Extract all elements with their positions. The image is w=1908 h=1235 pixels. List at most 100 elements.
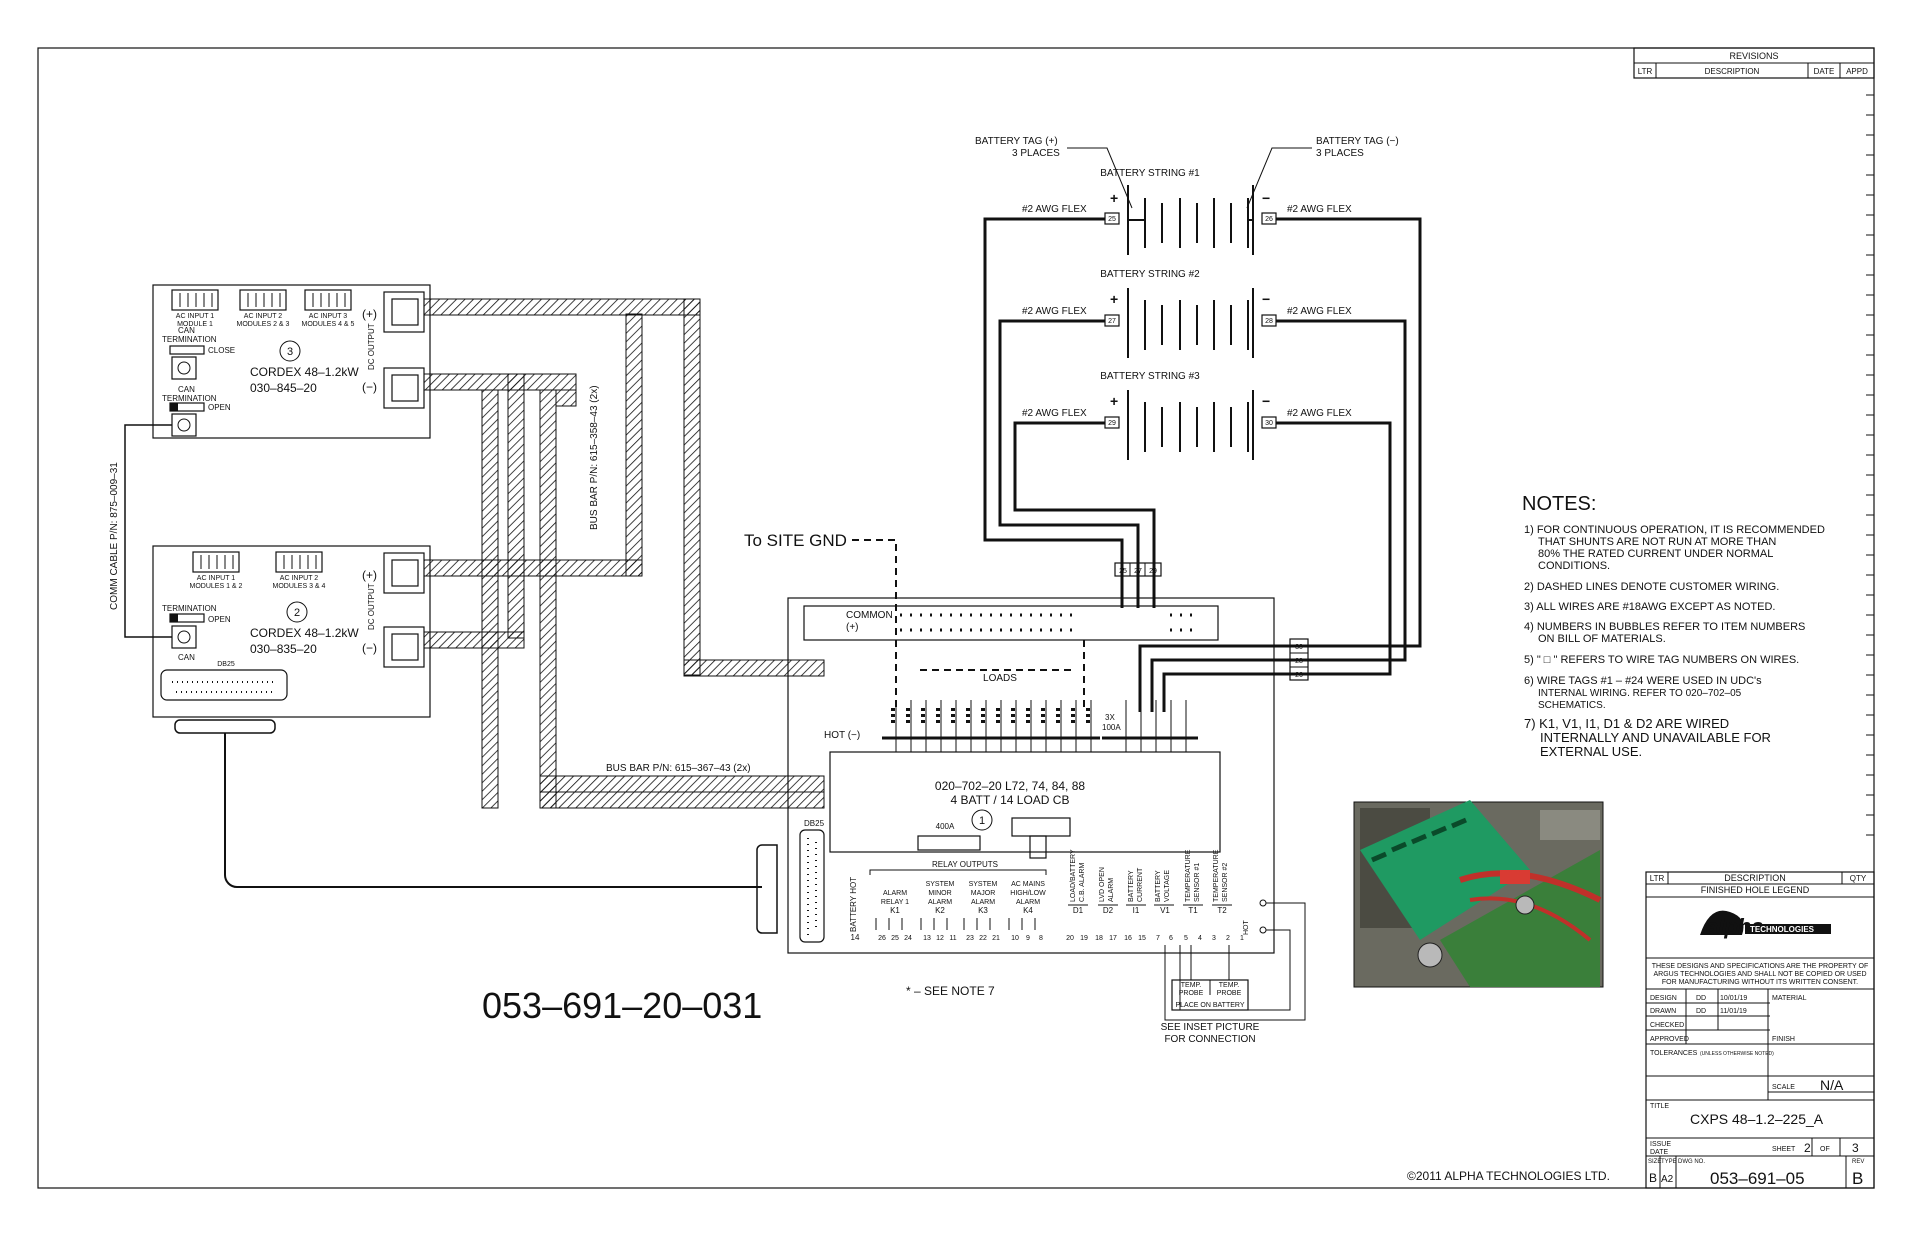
battery-tag-labels: BATTERY TAG (+) 3 PLACES BATTERY TAG (−)…	[975, 136, 1399, 209]
svg-text:27: 27	[1134, 568, 1142, 575]
svg-text:DESCRIPTION: DESCRIPTION	[1724, 873, 1786, 883]
notes-block: NOTES: 1) FOR CONTINUOUS OPERATION, IT I…	[1522, 493, 1825, 759]
svg-text:V1: V1	[1160, 906, 1170, 915]
svg-text:PROBE: PROBE	[1179, 990, 1204, 997]
comm-cable: COMM CABLE P/N: 875–009–31	[109, 424, 778, 934]
svg-text:22: 22	[979, 935, 987, 942]
svg-text:3 PLACES: 3 PLACES	[1012, 148, 1060, 159]
battery-tag-pos-label: BATTERY TAG (+)	[975, 136, 1058, 147]
svg-text:SCHEMATICS.: SCHEMATICS.	[1538, 700, 1606, 711]
item-bubble-2: 2	[294, 607, 300, 619]
svg-text:LOAD/BATTERY: LOAD/BATTERY	[1070, 849, 1077, 902]
svg-text:5) " □ " REFERS TO WIRE TAG NU: 5) " □ " REFERS TO WIRE TAG NUMBERS ON W…	[1524, 654, 1799, 666]
svg-text:12: 12	[936, 935, 944, 942]
input-t2: TEMPERATURE SENSOR #2 T2 3 2	[1212, 849, 1230, 942]
svg-text:26: 26	[878, 935, 886, 942]
svg-text:24: 24	[904, 935, 912, 942]
svg-text:LTR: LTR	[1638, 67, 1653, 76]
svg-text:−: −	[1262, 393, 1270, 409]
relay-1: ALARM RELAY 1 K1 26 25 24	[878, 890, 912, 942]
drawing-border	[37, 47, 1875, 1189]
svg-text:OPEN: OPEN	[208, 403, 231, 412]
svg-text:AC INPUT 3: AC INPUT 3	[309, 313, 347, 320]
copyright: ©2011 ALPHA TECHNOLOGIES LTD.	[1407, 1169, 1610, 1183]
svg-text:ALARM: ALARM	[1016, 899, 1040, 906]
svg-text:1) FOR CONTINUOUS OPERATION, I: 1) FOR CONTINUOUS OPERATION, IT IS RECOM…	[1524, 524, 1825, 536]
svg-text:MATERIAL: MATERIAL	[1772, 995, 1807, 1002]
input-t1: TEMPERATURE SENSOR #1 T1 5 4	[1184, 849, 1202, 942]
svg-text:10/01/19: 10/01/19	[1720, 995, 1747, 1002]
svg-text:B: B	[1852, 1169, 1863, 1188]
svg-text:29: 29	[1108, 420, 1116, 427]
svg-text:3 PLACES: 3 PLACES	[1316, 148, 1364, 159]
svg-text:LTR: LTR	[1650, 874, 1665, 883]
svg-text:SHEET: SHEET	[1772, 1146, 1796, 1153]
svg-text:(+): (+)	[362, 568, 377, 582]
battery-cables: 25 27 29 30 28 26	[983, 217, 1422, 712]
svg-text:DRAWN: DRAWN	[1650, 1008, 1676, 1015]
svg-text:TITLE: TITLE	[1650, 1103, 1669, 1110]
svg-text:OPEN: OPEN	[208, 615, 231, 624]
svg-text:TYPE: TYPE	[1661, 1159, 1677, 1165]
svg-text:SENSOR #1: SENSOR #1	[1194, 863, 1201, 902]
svg-text:CAN: CAN	[178, 653, 195, 662]
svg-text:PROBE: PROBE	[1217, 990, 1242, 997]
input-v1: BATTERY VOLTAGE V1 7 6	[1155, 870, 1173, 942]
svg-text:AC MAINS: AC MAINS	[1011, 881, 1045, 888]
load-breakers	[882, 700, 1100, 752]
svg-text:DC OUTPUT: DC OUTPUT	[367, 323, 376, 370]
svg-text:ALARM: ALARM	[1108, 878, 1115, 902]
svg-text:AC INPUT 1: AC INPUT 1	[176, 313, 214, 320]
svg-text:CHECKED: CHECKED	[1650, 1022, 1684, 1029]
svg-text:RELAY 1: RELAY 1	[881, 899, 909, 906]
db25-port	[160, 669, 288, 701]
busbar2-label: BUS BAR P/N: 615–367–43 (2x)	[606, 763, 751, 774]
rectifier1-name: CORDEX 48–1.2kW	[250, 365, 359, 379]
svg-text:CURRENT: CURRENT	[1137, 867, 1144, 902]
plus-sign: +	[1110, 190, 1118, 206]
svg-text:14: 14	[851, 933, 860, 942]
svg-text:27: 27	[1108, 318, 1116, 325]
svg-text:7) K1, V1, I1, D1 & D2 ARE WIR: 7) K1, V1, I1, D1 & D2 ARE WIRED	[1524, 716, 1729, 731]
svg-text:3) ALL WIRES ARE #18AWG EXCEPT: 3) ALL WIRES ARE #18AWG EXCEPT AS NOTED.	[1524, 601, 1775, 613]
title-block: LTR DESCRIPTION QTY FINISHED HOLE LEGEND…	[1645, 871, 1875, 1189]
svg-text:30: 30	[1295, 644, 1303, 651]
svg-text:C.B. ALARM: C.B. ALARM	[1079, 863, 1086, 902]
svg-text:FINISHED HOLE LEGEND: FINISHED HOLE LEGEND	[1701, 885, 1810, 895]
battery-string-1: BATTERY STRING #1 + − 25 26 #2 AWG FLEX …	[1022, 168, 1352, 255]
svg-text:ON BILL OF MATERIALS.: ON BILL OF MATERIALS.	[1538, 633, 1666, 645]
svg-text:BATTERY STRING #2: BATTERY STRING #2	[1100, 269, 1200, 280]
svg-text:23: 23	[966, 935, 974, 942]
svg-text:16: 16	[1124, 935, 1132, 942]
svg-text:(+): (+)	[362, 307, 377, 321]
svg-text:QTY: QTY	[1850, 874, 1867, 883]
svg-text:TECHNOLOGIES: TECHNOLOGIES	[1750, 925, 1815, 934]
svg-text:MINOR: MINOR	[928, 890, 951, 897]
svg-text:21: 21	[992, 935, 1000, 942]
svg-text:SYSTEM: SYSTEM	[926, 881, 955, 888]
relay-2: SYSTEM MINOR ALARM K2 13 12 11	[923, 881, 957, 942]
battery-string-2: BATTERY STRING #2 + − 27 28 #2 AWG FLEX …	[1022, 269, 1352, 358]
ac-input-1b-connector: AC INPUT 1 MODULES 1 & 2	[190, 551, 243, 590]
svg-text:ALARM: ALARM	[971, 899, 995, 906]
svg-text:MODULES 2 & 3: MODULES 2 & 3	[237, 321, 290, 328]
svg-text:D2: D2	[1103, 906, 1114, 915]
svg-text:K4: K4	[1023, 906, 1033, 915]
svg-text:4) NUMBERS IN BUBBLES REFER TO: 4) NUMBERS IN BUBBLES REFER TO ITEM NUMB…	[1524, 621, 1805, 633]
svg-text:20: 20	[1066, 935, 1074, 942]
svg-text:13: 13	[923, 935, 931, 942]
svg-text:EXTERNAL USE.: EXTERNAL USE.	[1540, 744, 1642, 759]
svg-text:BATTERY HOT: BATTERY HOT	[849, 877, 858, 932]
svg-text:To SITE GND: To SITE GND	[744, 531, 847, 550]
svg-text:25: 25	[891, 935, 899, 942]
ac-input-1-connector: AC INPUT 1 MODULE 1	[171, 289, 219, 328]
svg-text:29: 29	[1149, 568, 1157, 575]
svg-text:THAT SHUNTS ARE NOT RUN AT MOR: THAT SHUNTS ARE NOT RUN AT MORE THAN	[1538, 536, 1776, 548]
svg-text:+: +	[1110, 291, 1118, 307]
notes-title: NOTES:	[1522, 493, 1596, 515]
svg-text:17: 17	[1109, 935, 1117, 942]
svg-text:CLOSE: CLOSE	[208, 346, 235, 355]
svg-text:3: 3	[1212, 935, 1216, 942]
rectifier-shelf-1: AC INPUT 1 MODULE 1 AC INPUT 2 MODULES 2…	[152, 284, 431, 439]
svg-text:OF: OF	[1820, 1146, 1830, 1153]
